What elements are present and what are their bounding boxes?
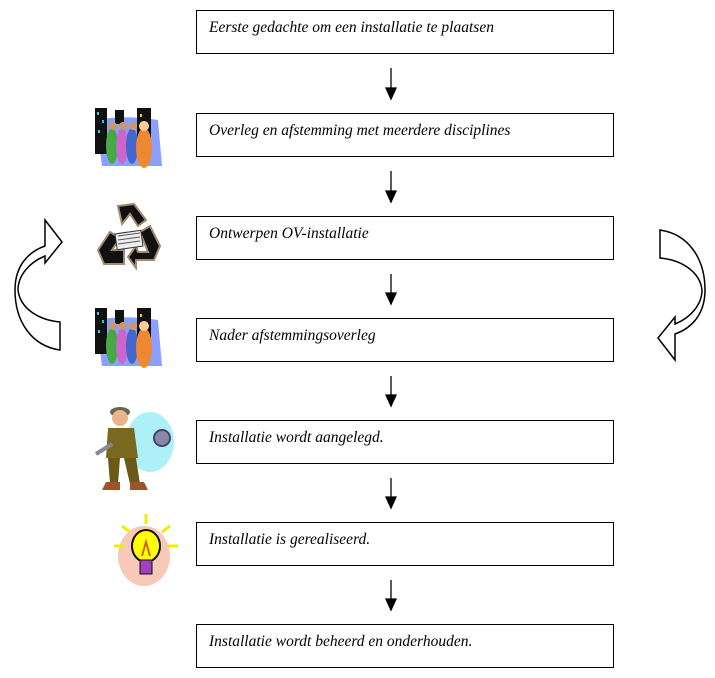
step-label: Nader afstemmingsoverleg — [209, 327, 376, 344]
step-label: Ontwerpen OV-installatie — [209, 225, 369, 242]
step-box-7: Installatie wordt beheerd en onderhouden… — [196, 624, 614, 668]
arrow-head — [384, 87, 398, 101]
arrow-head — [384, 292, 398, 306]
arrow-head — [384, 496, 398, 510]
step-box-5: Installatie wordt aangelegd. — [196, 420, 614, 464]
curved-arrow-up-left — [14, 217, 63, 351]
step-label: Overleg en afstemming met meerdere disci… — [209, 122, 511, 139]
people-meeting-icon — [95, 108, 162, 168]
worker-icon — [94, 407, 174, 490]
step-label: Installatie wordt aangelegd. — [209, 429, 384, 446]
step-label: Installatie is gerealiseerd. — [209, 531, 371, 548]
step-box-3: Ontwerpen OV-installatie — [196, 216, 614, 260]
step-box-6: Installatie is gerealiseerd. — [196, 522, 614, 566]
arrow-head — [384, 394, 398, 408]
curved-arrow-down-right — [657, 229, 706, 363]
light-bulb-icon — [114, 514, 178, 586]
recycle-icon — [96, 202, 162, 270]
people-meeting-icon — [95, 308, 162, 368]
step-box-2: Overleg en afstemming met meerdere disci… — [196, 113, 614, 157]
step-label: Eerste gedachte om een installatie te pl… — [209, 19, 494, 36]
arrow-head — [384, 598, 398, 612]
arrow-head — [384, 190, 398, 204]
step-box-1: Eerste gedachte om een installatie te pl… — [196, 10, 614, 54]
step-box-4: Nader afstemmingsoverleg — [196, 318, 614, 362]
step-label: Installatie wordt beheerd en onderhouden… — [209, 633, 473, 650]
